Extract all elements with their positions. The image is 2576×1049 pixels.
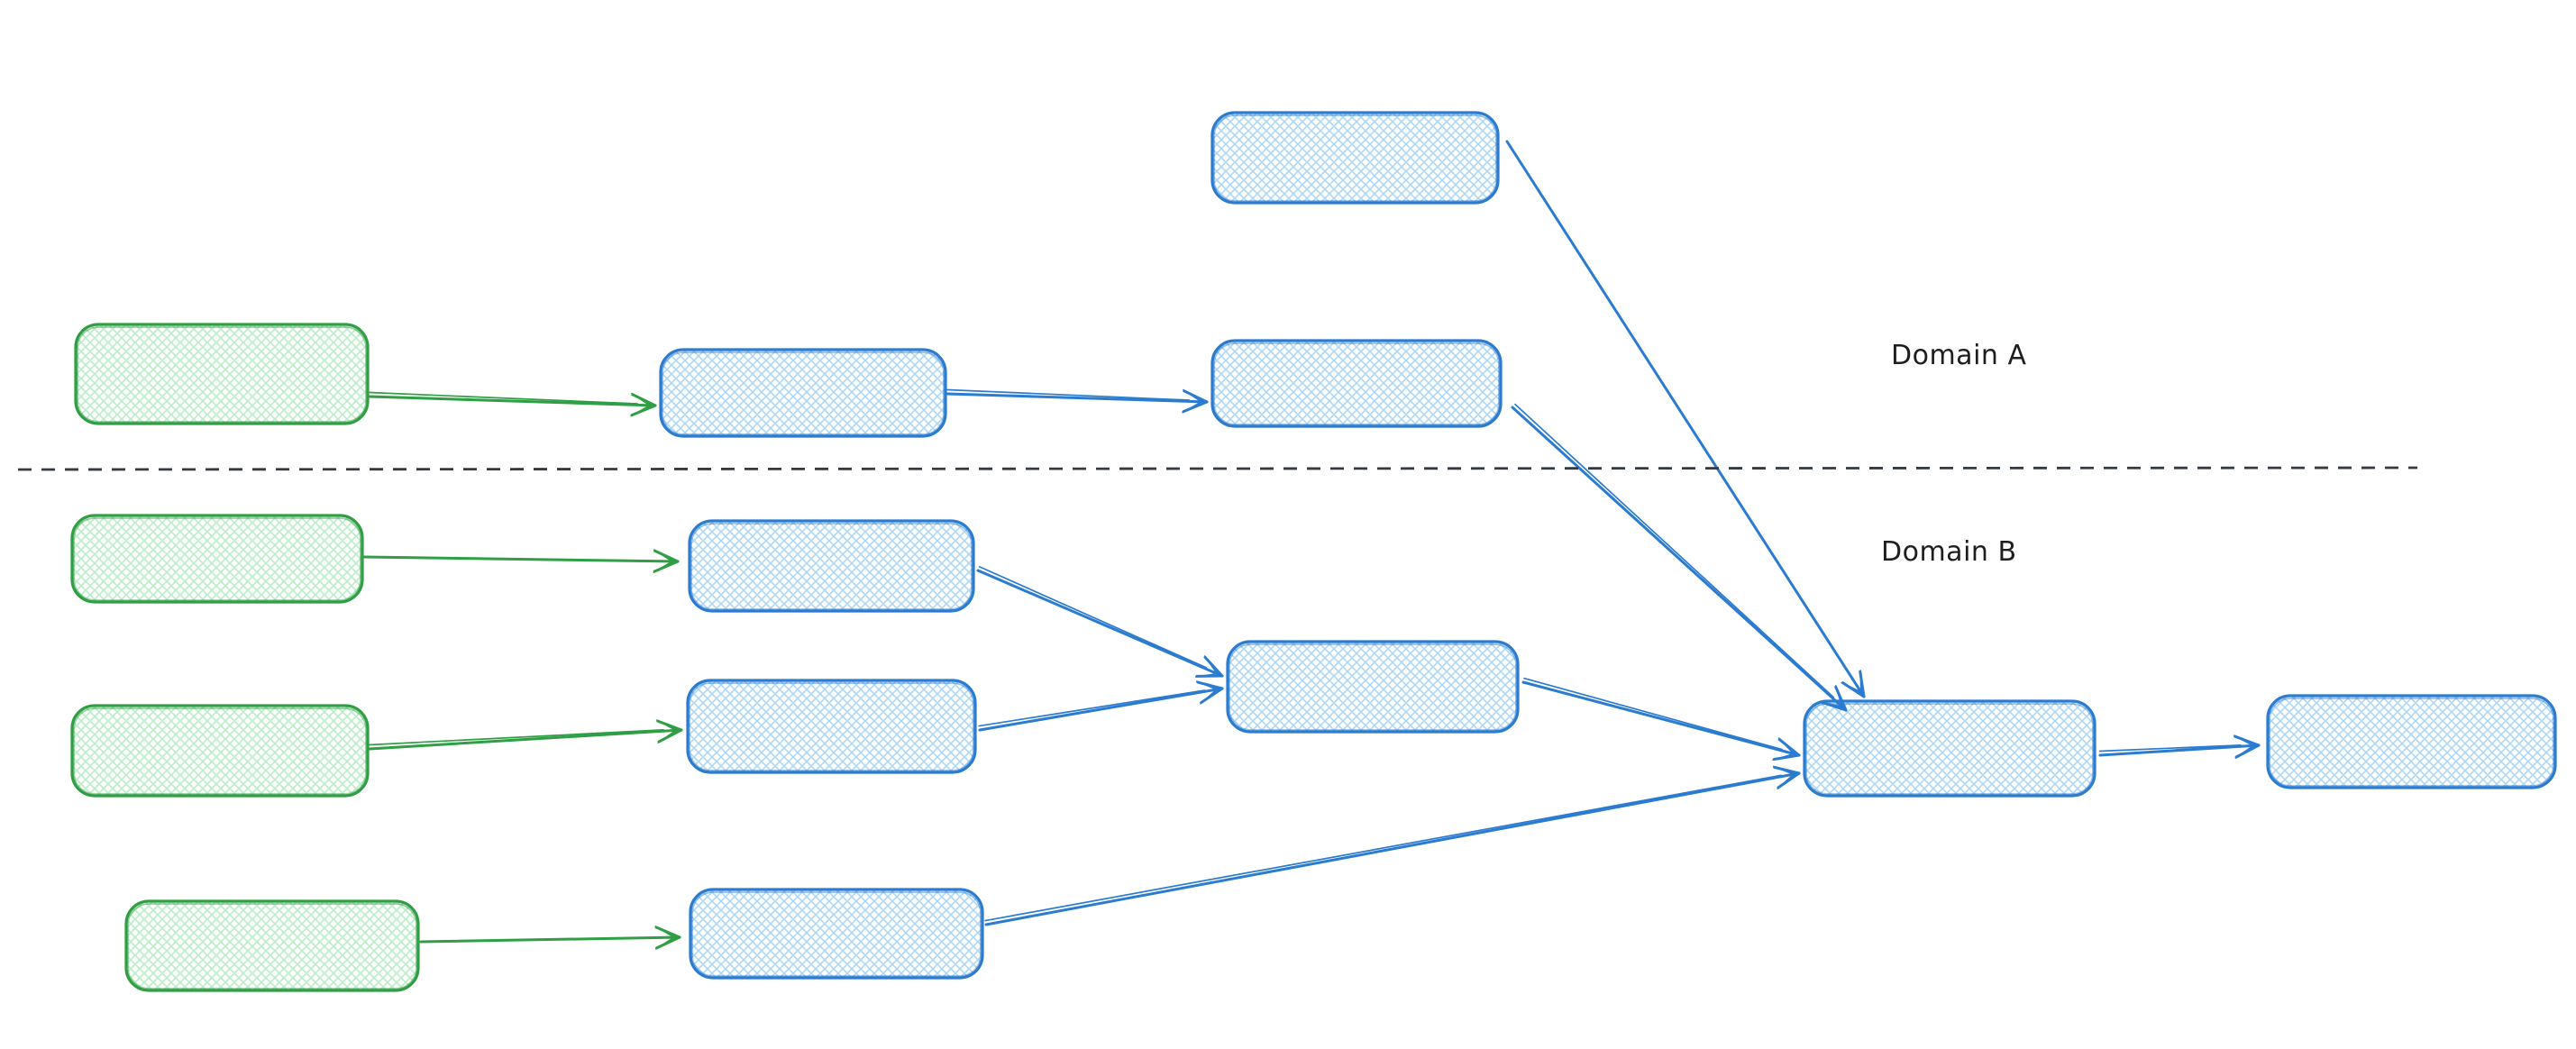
- node-green-a1[interactable]: [74, 323, 370, 425]
- domain-divider[interactable]: [17, 466, 2418, 471]
- node-blue-end[interactable]: [2266, 694, 2557, 789]
- node-blue-top[interactable]: [1210, 111, 1500, 205]
- node-blue-a1[interactable]: [659, 348, 947, 438]
- edge-a2-to-sink[interactable]: [1511, 403, 1848, 712]
- edge-green-b1-to-b1[interactable]: [362, 549, 680, 573]
- node-blue-b2[interactable]: [686, 679, 977, 774]
- edge-green-a-to-a1[interactable]: [368, 391, 657, 417]
- edge-green-b2-to-b2[interactable]: [368, 719, 683, 751]
- node-blue-mid[interactable]: [1226, 640, 1520, 734]
- node-blue-b1[interactable]: [688, 519, 975, 613]
- node-green-b3[interactable]: [124, 899, 420, 992]
- edge-top-to-sink[interactable]: [1505, 140, 1866, 698]
- domain-a-label[interactable]: Domain A: [1891, 340, 2027, 371]
- edge-b3-to-sink[interactable]: [984, 765, 1801, 926]
- edge-a1-to-a2[interactable]: [945, 388, 1209, 414]
- node-green-b2[interactable]: [70, 704, 370, 798]
- node-green-b1[interactable]: [70, 514, 364, 604]
- node-blue-sink[interactable]: [1803, 699, 2096, 798]
- edge-sink-to-end[interactable]: [2098, 734, 2261, 759]
- domain-b-label[interactable]: Domain B: [1881, 536, 2017, 568]
- edge-green-b3-to-b3[interactable]: [419, 926, 681, 950]
- node-blue-a2[interactable]: [1210, 339, 1503, 428]
- node-blue-b3[interactable]: [689, 888, 984, 980]
- edge-b1-to-mid[interactable]: [976, 566, 1224, 678]
- edge-mid-to-sink[interactable]: [1521, 677, 1801, 762]
- edge-b2-to-mid[interactable]: [978, 680, 1224, 732]
